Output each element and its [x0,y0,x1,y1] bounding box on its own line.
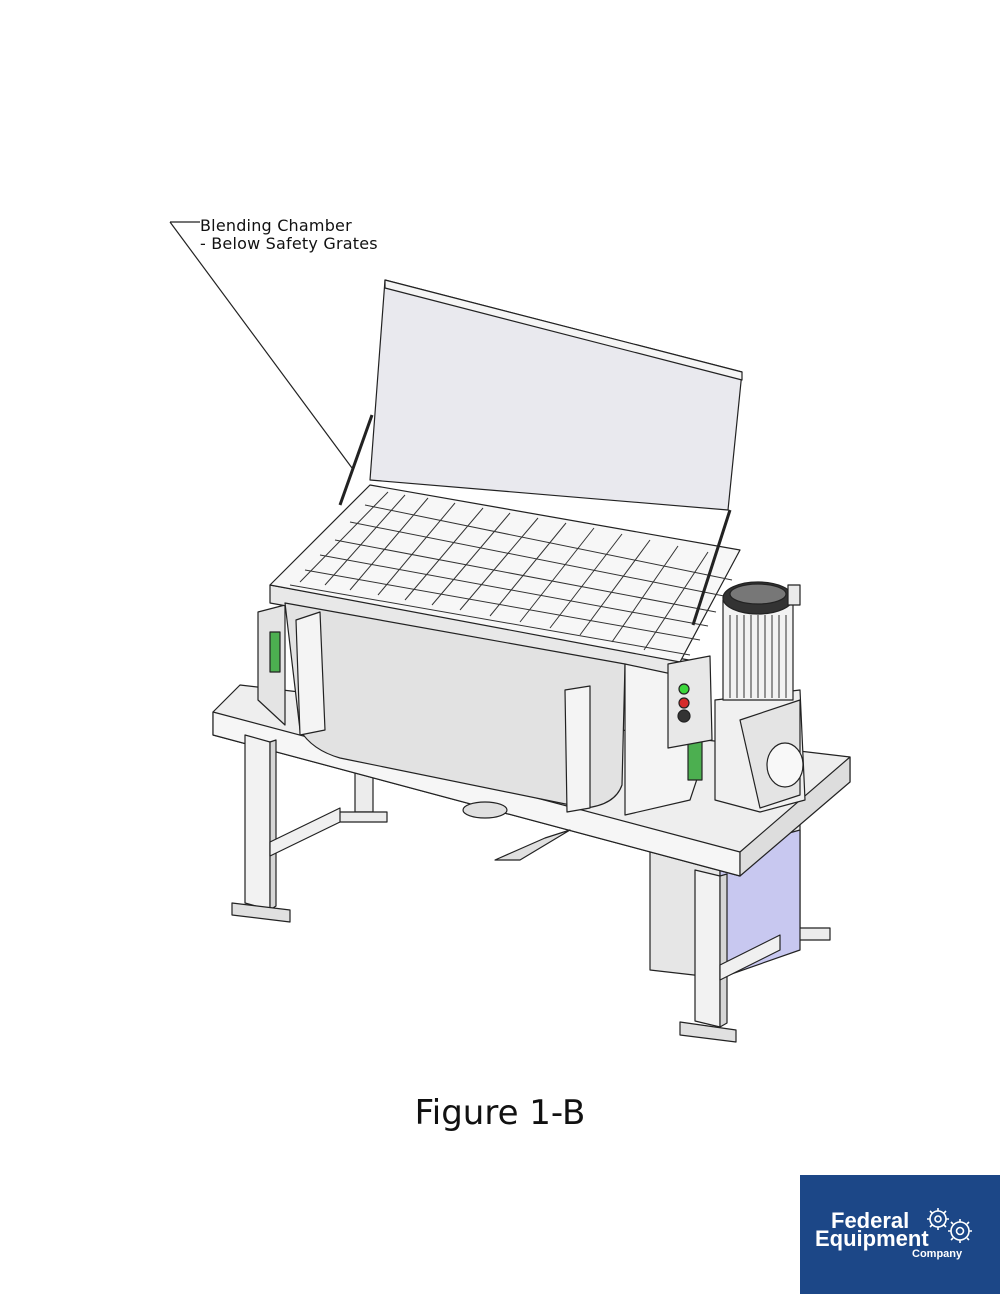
indicator-green [678,683,690,695]
indicator-red [678,697,690,709]
blending-trough [269,584,701,816]
frame-front-legs [231,734,737,1043]
lid-struts [338,414,732,626]
electric-motor [722,581,801,701]
company-logo: Federal Equipment Company [800,1175,1000,1294]
callout-line-1: Blending Chamber [200,216,352,235]
logo-line-2: Equipment [815,1226,929,1251]
control-box [667,655,713,749]
switch-knob [677,709,691,723]
logo-line-3: Company [912,1248,963,1260]
discharge-valve [462,801,571,861]
hinged-lid [369,279,743,511]
left-bearing-green [269,631,281,673]
frame-braces [269,807,781,981]
logo-line-1: Federal [831,1208,910,1233]
gearbox [714,689,806,813]
callout-line-2: - Below Safety Grates [200,234,378,253]
trough-brackets [295,611,591,813]
safety-grate-bars [289,491,733,656]
gear-icon [927,1208,972,1243]
callout-label: Blending Chamber - Below Safety Grates [200,217,378,253]
figure-caption: Figure 1-B [414,1093,586,1133]
callout-leader-diagonal [169,221,353,469]
